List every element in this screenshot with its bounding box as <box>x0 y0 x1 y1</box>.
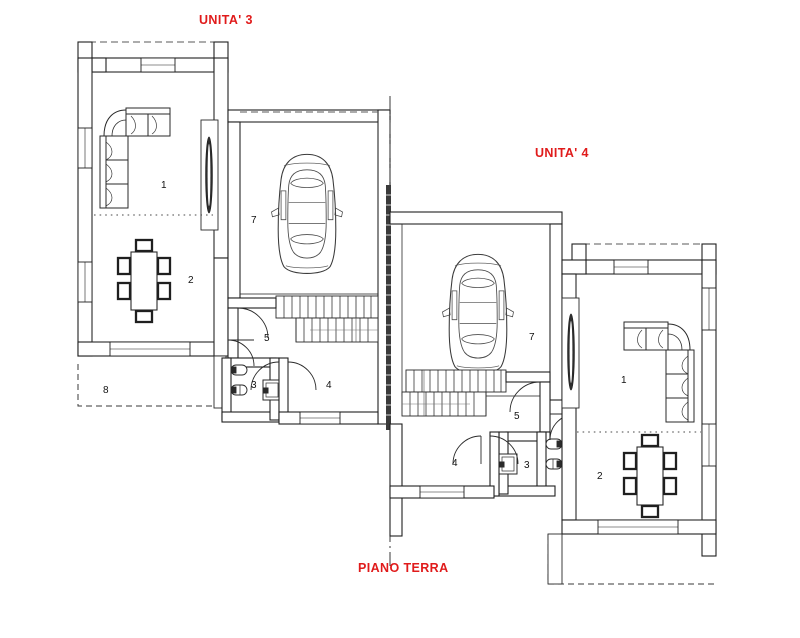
unit3-dining-set <box>116 238 172 324</box>
unit4-staircase <box>401 369 507 417</box>
unit4-room4-window <box>419 485 465 499</box>
unit3-room-number-3: 3 <box>251 380 257 391</box>
unit3-garage-inner <box>239 121 379 295</box>
unit3-sectional-sofa <box>99 107 171 209</box>
unit4-hall-walls <box>505 371 551 442</box>
unit-label-unita-4: UNITA' 4 <box>535 146 589 160</box>
unit4-garage-walls <box>389 211 563 537</box>
unit4-terrace-edge <box>547 533 563 585</box>
unit4-car <box>441 253 515 374</box>
unit4-room-number-2: 2 <box>597 471 603 482</box>
unit3-balcony-door <box>200 119 219 231</box>
floor-label-piano-terra: PIANO TERRA <box>358 561 449 575</box>
unit3-window-bottom <box>109 341 191 357</box>
unit4-room-number-7: 7 <box>529 332 535 343</box>
unit4-window-right-lower <box>701 423 717 467</box>
unit4-room-number-4: 4 <box>452 458 458 469</box>
unit4-room-number-5: 5 <box>514 411 520 422</box>
party-wall <box>386 185 391 430</box>
unit4-shower <box>498 453 518 475</box>
unit3-room-number-7: 7 <box>251 215 257 226</box>
unit3-room-number-2: 2 <box>188 275 194 286</box>
unit4-balcony-door <box>561 297 580 409</box>
unit4-window-right-upper <box>701 287 717 331</box>
unit4-room-number-1: 1 <box>621 375 627 386</box>
unit3-bath-fixtures <box>230 364 248 396</box>
unit3-room4-window <box>299 411 341 425</box>
unit3-window-left-upper <box>77 127 93 169</box>
unit3-room-number-5: 5 <box>264 333 270 344</box>
unit3-room-number-1: 1 <box>161 180 167 191</box>
unit3-group <box>77 41 391 425</box>
unit3-shower <box>262 379 282 401</box>
unit3-window-top <box>140 57 176 73</box>
unit4-terrace-outline <box>547 534 716 585</box>
unit3-terrace-outline <box>77 364 225 407</box>
unit3-doors <box>227 307 317 391</box>
unit-label-unita-3: UNITA' 3 <box>199 13 253 27</box>
unit4-sectional-sofa <box>623 321 695 423</box>
unit4-doors <box>452 381 577 465</box>
unit4-dining-set <box>622 433 678 519</box>
unit3-room-number-8: 8 <box>103 385 109 396</box>
unit4-window-bottom <box>597 519 679 535</box>
unit4-bath-fixtures <box>545 438 563 470</box>
unit4-room-number-3: 3 <box>524 460 530 471</box>
unit3-window-left-lower <box>77 261 93 303</box>
unit3-staircase <box>275 295 379 343</box>
unit4-window-top <box>613 259 649 275</box>
unit3-car <box>270 153 344 274</box>
unit3-room-number-4: 4 <box>326 380 332 391</box>
unit4-group <box>389 211 717 585</box>
